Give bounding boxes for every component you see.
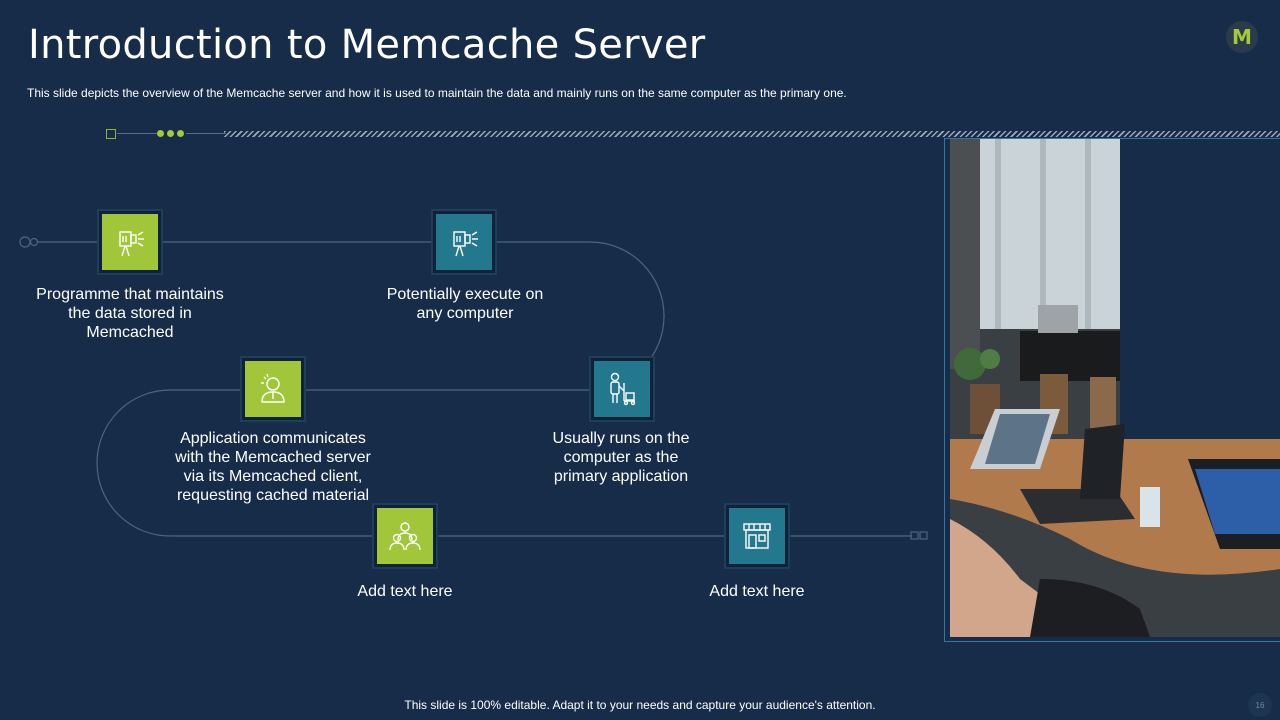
step-1-label: Programme that maintains the data stored… [36, 286, 224, 341]
step-2-label: Potentially execute on any computer [386, 286, 544, 322]
step-6-label: Add text here [709, 583, 805, 600]
delivery-person-icon [610, 372, 636, 406]
step-3-icon-box [240, 356, 306, 422]
projector-icon [119, 231, 144, 257]
projector-icon [453, 231, 478, 257]
step-3-label: Application communicates with the Memcac… [175, 430, 371, 504]
office-photo [950, 139, 1280, 637]
divider-line [186, 133, 226, 134]
photo-frame [944, 138, 1280, 642]
step-5-icon-box [372, 503, 438, 569]
divider-dot [177, 130, 184, 137]
step-4-icon-box [589, 356, 655, 422]
divider-dot [157, 130, 164, 137]
step-6-icon-box [724, 503, 790, 569]
brand-logo-letter: M [1232, 25, 1252, 49]
step-2-icon-box [431, 209, 497, 275]
brand-logo: M [1226, 21, 1258, 53]
store-icon [743, 523, 771, 549]
step-5-label: Add text here [357, 583, 453, 600]
step-1-icon-box [97, 209, 163, 275]
idea-person-icon [261, 373, 285, 403]
footer-note: This slide is 100% editable. Adapt it to… [404, 698, 876, 712]
step-4-label: Usually runs on the computer as the prim… [552, 430, 690, 485]
office-scene-image [950, 139, 1280, 637]
page-number: 16 [1248, 693, 1272, 717]
slide-subtitle: This slide depicts the overview of the M… [27, 86, 847, 100]
slide-title: Introduction to Memcache Server [28, 22, 706, 68]
divider-dot [167, 130, 174, 137]
team-icon [389, 522, 421, 551]
divider-square [106, 129, 116, 139]
divider-hatched-bar [224, 131, 1280, 137]
divider-line [117, 133, 157, 134]
